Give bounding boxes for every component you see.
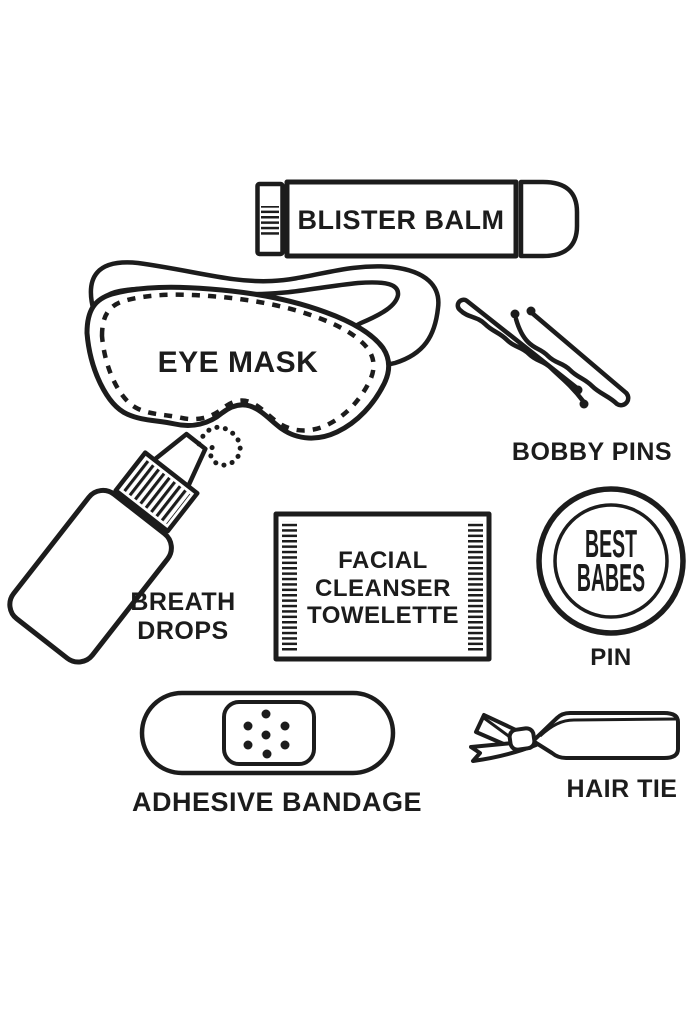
bobby-pin-left (455, 297, 586, 404)
bobby-pin-right-tip-ball (526, 306, 536, 316)
blister-balm-body (284, 179, 519, 259)
bobby-pins-illustration: BOBBY PINS (455, 297, 672, 466)
towelette-crimp-left (282, 521, 297, 653)
blister-balm-twist-cap (255, 181, 285, 257)
towelette-label-line1: FACIAL (338, 547, 428, 574)
bobby-pin-right (513, 310, 631, 408)
towelette-crimp-right (468, 521, 483, 653)
adhesive-bandage-illustration: ADHESIVE BANDAGE (132, 690, 422, 817)
bandage-pad-dots (243, 709, 290, 759)
eye-mask-stitching (99, 292, 376, 433)
eye-mask-illustration: EYE MASK (84, 260, 441, 441)
breath-drops-spray-squiggle (196, 424, 243, 468)
breath-drops-collar-ribs (122, 459, 191, 525)
pin-inner-ring (553, 503, 669, 619)
hair-tie-band-fold-line (538, 717, 677, 738)
blister-balm-label: BLISTER BALM (298, 205, 505, 235)
adhesive-bandage-label: ADHESIVE BANDAGE (132, 787, 422, 817)
breath-drops-label-line2: DROPS (137, 617, 228, 645)
blister-balm-cap-ribs (261, 206, 279, 237)
hair-tie-knot (507, 726, 537, 752)
pin-outer-ring (536, 486, 686, 636)
eye-mask-body (84, 284, 392, 441)
blister-balm-end-cap (518, 179, 580, 259)
eye-mask-label: EYE MASK (158, 346, 319, 379)
bandage-strip (139, 690, 396, 776)
towelette-label-line3: TOWELETTE (307, 602, 459, 629)
bobby-pin-left-tip-ball (579, 399, 589, 409)
breath-drops-body (7, 487, 174, 665)
pin-illustration: BEST BABES PIN (536, 486, 686, 671)
bandage-pad (222, 700, 316, 766)
towelette-illustration: FACIAL CLEANSER TOWELETTE (273, 511, 492, 662)
towelette-label-line2: CLEANSER (315, 575, 451, 602)
bobby-pin-left-tip-ball (573, 385, 583, 395)
bobby-pin-right-tip-ball (510, 309, 520, 319)
towelette-packet (273, 511, 492, 662)
hair-tie-band (531, 711, 680, 760)
hair-tie-label: HAIR TIE (567, 775, 678, 803)
hair-tie-illustration: HAIR TIE (469, 711, 680, 803)
blister-balm-illustration: BLISTER BALM (255, 179, 580, 259)
breath-drops-illustration: BREATH DROPS (7, 424, 243, 665)
pin-label: PIN (590, 644, 632, 671)
pin-badge-line2: BABES (577, 556, 645, 600)
bobby-pins-label: BOBBY PINS (512, 438, 672, 466)
breath-drops-label-line1: BREATH (130, 588, 235, 616)
breath-drops-bottle (7, 431, 208, 665)
pin-badge-line1: BEST (585, 522, 637, 566)
